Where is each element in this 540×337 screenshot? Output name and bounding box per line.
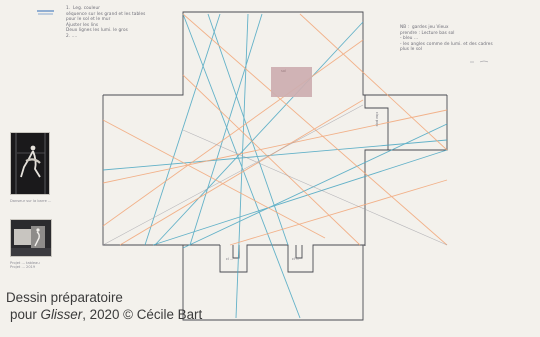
credit-prefix: pour bbox=[10, 307, 41, 322]
orange-sightlines bbox=[102, 13, 448, 246]
credit-line-2: pour Glisser, 2020 © Cécile Bart bbox=[6, 306, 306, 323]
blue-marker-mark bbox=[37, 10, 54, 15]
notch-left-label: cl ... bbox=[226, 257, 233, 261]
installation-photo-image bbox=[11, 220, 51, 256]
dancer-photo-caption: Danseur sur la barre ... bbox=[10, 199, 52, 203]
dancer-photo bbox=[10, 132, 50, 195]
teal-sightlines bbox=[102, 13, 448, 319]
floor-plan-outline bbox=[102, 11, 448, 321]
dancer-photo-image bbox=[11, 133, 49, 194]
pink-color-swatch bbox=[271, 67, 312, 97]
pink-swatch-label: sol bbox=[281, 69, 286, 73]
handwritten-note-top-left: 1. Leg. couleur séquence sur les grand e… bbox=[66, 5, 146, 38]
installation-photo-caption: Projet ... tableau Projet ... 2019 bbox=[10, 261, 40, 270]
notch-right-label: cl ... bbox=[292, 257, 299, 261]
reference-lines bbox=[102, 104, 448, 246]
credit-work-title: Glisser bbox=[40, 307, 83, 322]
credit-line-1: Dessin préparatoire bbox=[6, 290, 123, 305]
credit-suffix: , 2020 © Cécile Bart bbox=[82, 307, 203, 322]
right-recess-label: clav pop bbox=[375, 112, 379, 126]
installation-photo bbox=[10, 219, 52, 257]
image-credit-caption: Dessin préparatoire pour Glisser, 2020 ©… bbox=[6, 289, 306, 323]
handwritten-note-top-right: NB : gardes jeu Vieux prendre : Lecture … bbox=[400, 24, 493, 52]
scribble-marks bbox=[470, 60, 489, 63]
